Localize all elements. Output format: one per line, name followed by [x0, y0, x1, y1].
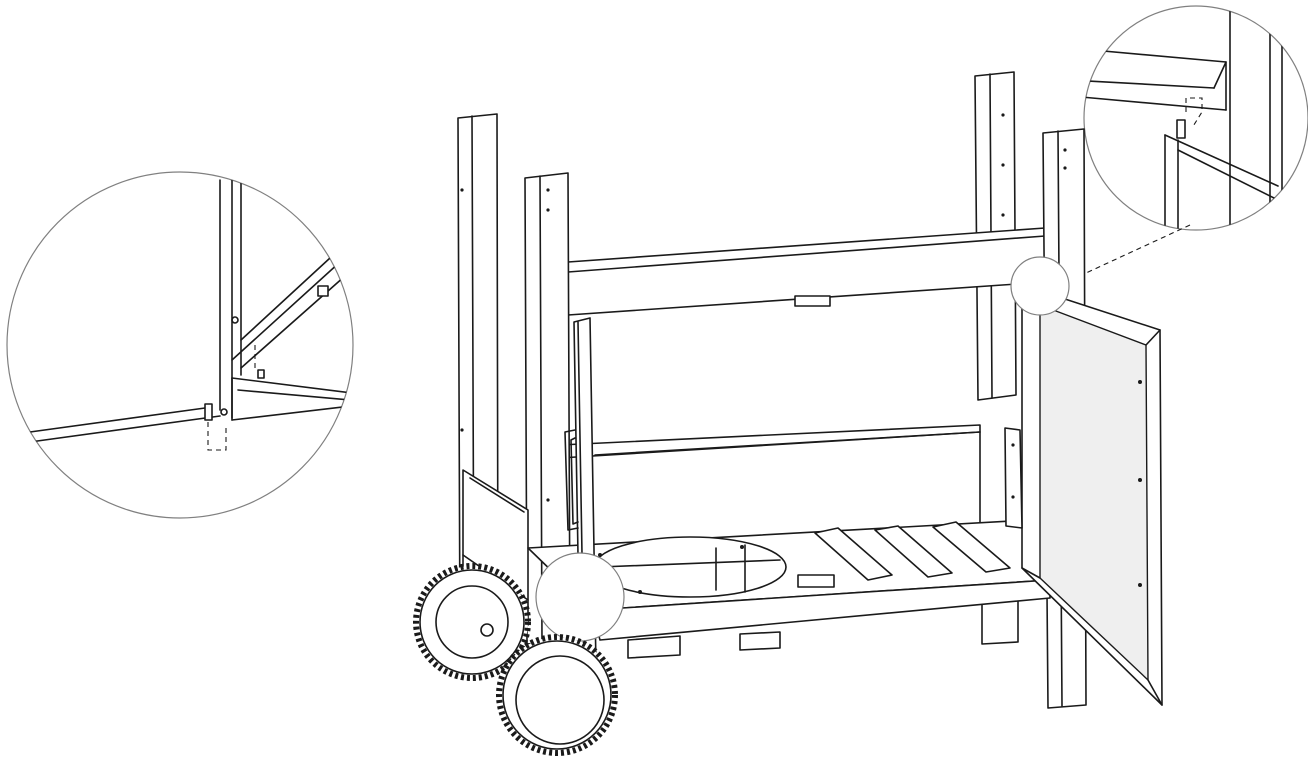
vent-slot-1: [814, 527, 893, 581]
vent-slot-3: [932, 521, 1011, 573]
door-handle: [564, 429, 579, 531]
rear-wheel: [413, 563, 531, 681]
bottom-hinge-detail-circle: [6, 171, 354, 519]
cart-frame: [457, 71, 1163, 709]
front-wheel: [496, 634, 618, 756]
vent-slot-2: [874, 525, 953, 578]
bottom-hinge-highlight: [535, 552, 625, 642]
top-hinge-detail-circle: [1083, 5, 1308, 231]
top-hinge-highlight: [1010, 256, 1070, 316]
